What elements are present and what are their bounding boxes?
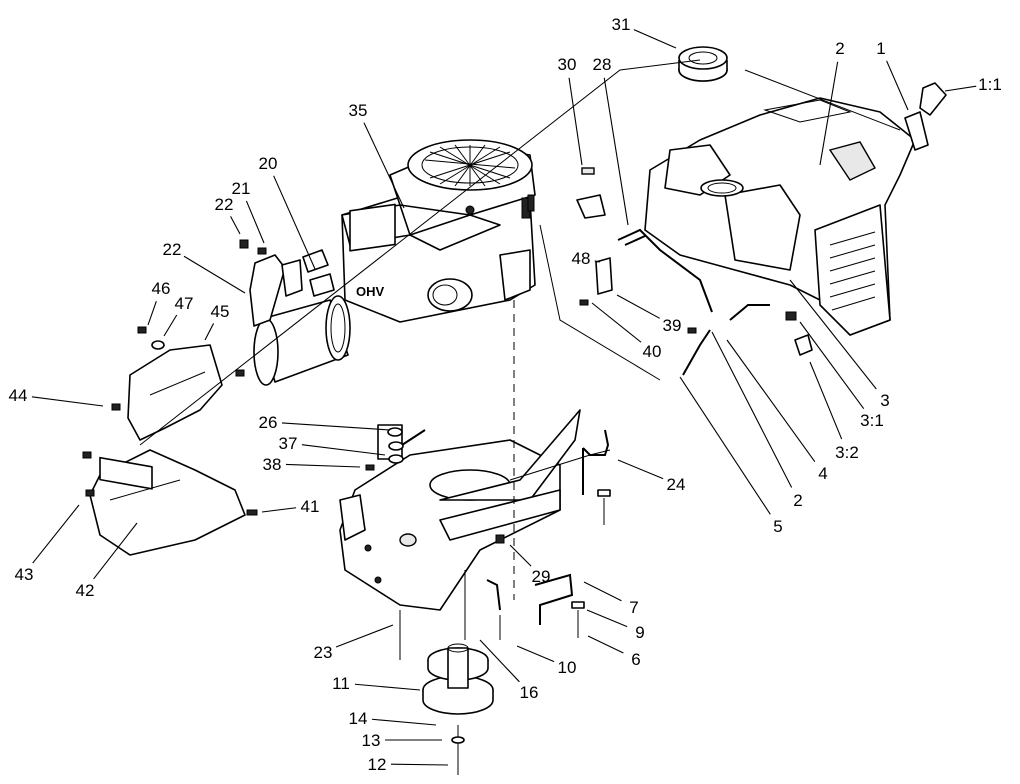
callout-1-1: 1:1 bbox=[978, 75, 1002, 94]
callout-leader-16 bbox=[479, 639, 520, 683]
alignment-lines bbox=[139, 59, 901, 600]
callout-44: 44 bbox=[9, 386, 28, 405]
callout-leader-5 bbox=[679, 376, 771, 515]
callout-21: 21 bbox=[232, 179, 251, 198]
callout-leader-3-1 bbox=[799, 321, 865, 410]
muffler bbox=[249, 249, 351, 386]
fuel-line bbox=[617, 82, 947, 376]
callout-42: 42 bbox=[76, 581, 95, 600]
callout-10: 10 bbox=[558, 658, 577, 677]
callout-6: 6 bbox=[631, 650, 640, 669]
callout-22: 22 bbox=[163, 240, 182, 259]
callout-5: 5 bbox=[773, 517, 782, 536]
callout-leader-4 bbox=[726, 339, 816, 462]
callout-leader-3 bbox=[789, 279, 877, 390]
callout-14: 14 bbox=[349, 709, 368, 728]
callout-40: 40 bbox=[643, 342, 662, 361]
callout-2: 2 bbox=[793, 491, 802, 510]
callout-leader-7 bbox=[583, 581, 622, 602]
callout-39: 39 bbox=[663, 316, 682, 335]
callout-leader-12 bbox=[390, 763, 449, 766]
callout-leader-42 bbox=[93, 522, 138, 580]
callout-4: 4 bbox=[818, 464, 827, 483]
callout-13: 13 bbox=[362, 731, 381, 750]
callout-leader-1-1 bbox=[944, 85, 977, 92]
callout-leader-2 bbox=[711, 331, 793, 488]
callout-leader-9 bbox=[586, 609, 628, 628]
callout-38: 38 bbox=[263, 455, 282, 474]
callout-29: 29 bbox=[532, 567, 551, 586]
callout-12: 12 bbox=[368, 755, 387, 774]
callout-leader-43 bbox=[32, 504, 80, 564]
callout-leader-24 bbox=[617, 459, 664, 480]
callout-leader-26 bbox=[281, 422, 391, 431]
heat-shield bbox=[89, 344, 246, 556]
pulley bbox=[422, 643, 494, 715]
callout-leader-1 bbox=[886, 60, 909, 111]
callout-7: 7 bbox=[629, 598, 638, 617]
callout-leader-22 bbox=[183, 255, 246, 294]
callout-leader-23 bbox=[335, 624, 394, 648]
callout-leader-20 bbox=[273, 175, 316, 270]
engine: OHV bbox=[341, 139, 536, 323]
callout-leader-6 bbox=[587, 635, 624, 654]
callout-23: 23 bbox=[314, 643, 333, 662]
callout-28: 28 bbox=[593, 55, 612, 74]
callout-leader-35 bbox=[363, 122, 405, 209]
callout-46: 46 bbox=[152, 279, 171, 298]
callout-leader-31 bbox=[633, 29, 677, 49]
callout-35: 35 bbox=[349, 101, 368, 120]
callout-leader-28 bbox=[603, 77, 629, 226]
callout-45: 45 bbox=[211, 302, 230, 321]
callout-leader-37 bbox=[301, 444, 386, 456]
callout-43: 43 bbox=[15, 565, 34, 584]
callout-9: 9 bbox=[635, 623, 644, 642]
callout-leader-21 bbox=[245, 200, 265, 244]
callout-leader-39 bbox=[616, 294, 660, 319]
callout-leader-30 bbox=[568, 77, 583, 166]
callout-labels: 11:12233:13:2456791011121314162021222223… bbox=[9, 15, 1002, 774]
callout-leader-29 bbox=[509, 544, 532, 567]
callout-26: 26 bbox=[259, 413, 278, 432]
callout-leader-45 bbox=[204, 323, 215, 341]
callout-2: 2 bbox=[835, 39, 844, 58]
hardware bbox=[82, 167, 697, 775]
callout-41: 41 bbox=[301, 497, 320, 516]
callout-47: 47 bbox=[175, 294, 194, 313]
callout-31: 31 bbox=[612, 15, 631, 34]
callout-22: 22 bbox=[215, 195, 234, 214]
callout-leader-40 bbox=[591, 302, 642, 343]
callout-leader-47 bbox=[163, 314, 178, 337]
callout-leader-3-2 bbox=[809, 361, 843, 440]
callout-3-1: 3:1 bbox=[860, 411, 884, 430]
engine-mount-plate bbox=[339, 409, 581, 611]
callout-leader-2 bbox=[819, 61, 839, 166]
callout-leader-14 bbox=[371, 718, 437, 726]
callout-3-2: 3:2 bbox=[835, 443, 859, 462]
callout-leader-38 bbox=[285, 463, 361, 468]
callout-30: 30 bbox=[558, 55, 577, 74]
callout-48: 48 bbox=[572, 249, 591, 268]
callout-24: 24 bbox=[667, 475, 686, 494]
fuel-cap bbox=[678, 46, 728, 82]
callout-leader-41 bbox=[261, 507, 297, 513]
engine-badge: OHV bbox=[356, 284, 385, 299]
callout-leader-10 bbox=[516, 645, 555, 663]
callout-leader-11 bbox=[354, 683, 421, 691]
callout-3: 3 bbox=[880, 391, 889, 410]
callout-20: 20 bbox=[259, 154, 278, 173]
callout-16: 16 bbox=[520, 683, 539, 702]
callout-37: 37 bbox=[279, 434, 298, 453]
callout-leader-46 bbox=[147, 301, 157, 326]
callout-1: 1 bbox=[876, 39, 885, 58]
callout-leader-44 bbox=[31, 396, 104, 407]
callout-leader-48 bbox=[594, 260, 601, 263]
callout-leader-22 bbox=[230, 216, 241, 235]
callout-11: 11 bbox=[332, 674, 350, 693]
fuel-tank bbox=[644, 97, 916, 336]
